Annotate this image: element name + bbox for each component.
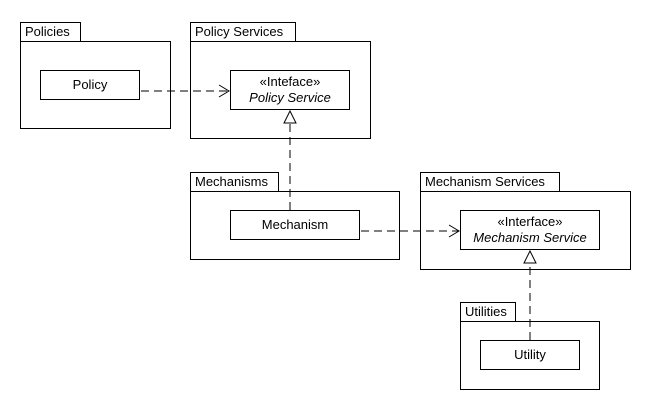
package-tab-mechanisms: Mechanisms	[190, 172, 279, 192]
class-name-mechanism: Mechanism	[261, 217, 329, 232]
class-utility: Utility	[480, 340, 580, 370]
package-tab-policy-services: Policy Services	[190, 22, 296, 42]
stereotype-policy-service: «Inteface»	[259, 74, 321, 89]
class-name-policy: Policy	[72, 77, 108, 92]
package-tab-mechanism-services: Mechanism Services	[420, 172, 560, 192]
package-tab-policies: Policies	[20, 22, 81, 42]
interface-name-policy-service: Policy Service	[249, 90, 331, 105]
interface-mechanism-service: «Interface» Mechanism Service	[460, 210, 600, 250]
class-mechanism: Mechanism	[230, 210, 360, 240]
package-label-policy-services: Policy Services	[195, 24, 284, 39]
interface-policy-service: «Inteface» Policy Service	[230, 70, 350, 110]
class-name-utility: Utility	[514, 347, 546, 362]
stereotype-mechanism-service: «Interface»	[497, 214, 563, 229]
package-label-mechanisms: Mechanisms	[195, 174, 268, 189]
interface-name-mechanism-service: Mechanism Service	[473, 230, 587, 245]
package-label-mechanism-services: Mechanism Services	[425, 174, 545, 189]
package-label-utilities: Utilities	[465, 304, 507, 319]
class-policy: Policy	[40, 70, 140, 100]
package-label-policies: Policies	[25, 24, 70, 39]
package-tab-utilities: Utilities	[460, 302, 516, 322]
